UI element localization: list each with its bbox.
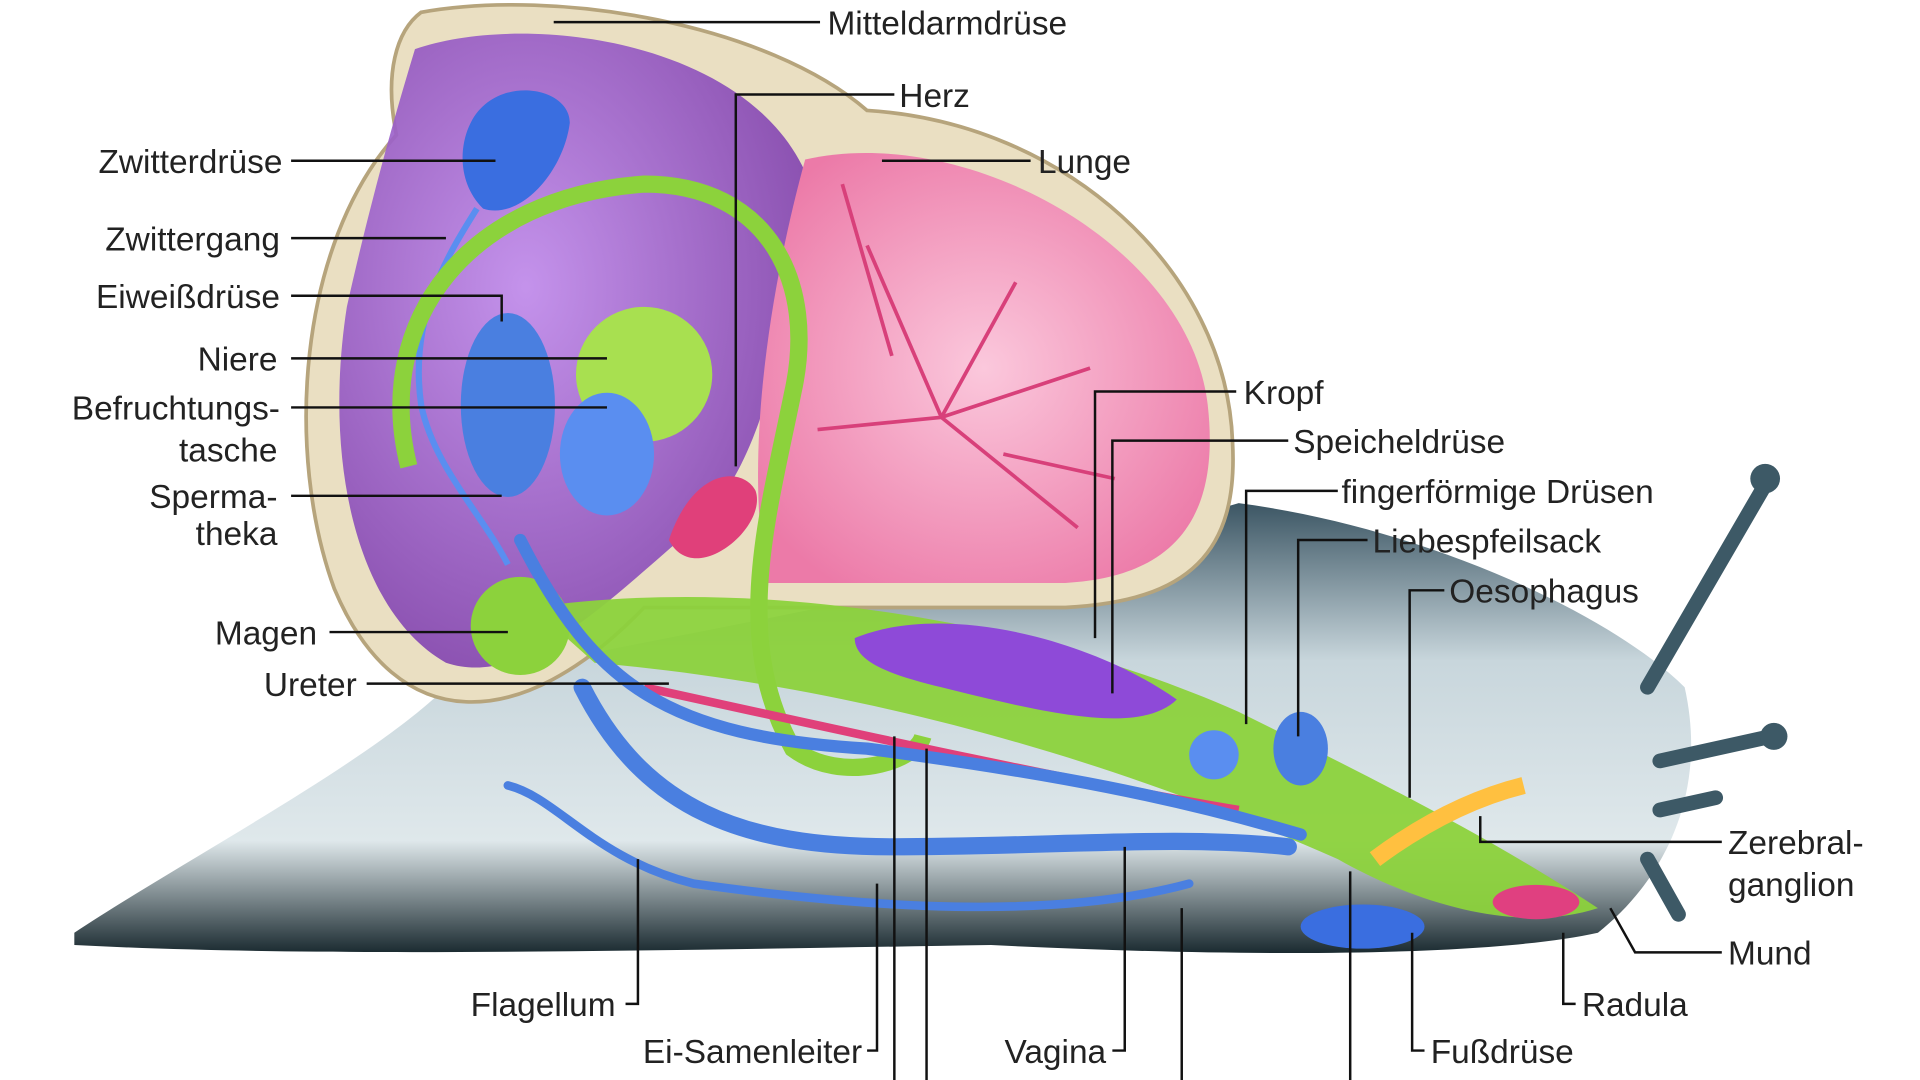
label-flagellum: Flagellum bbox=[471, 987, 616, 1024]
label-liebespfeilsack: Liebespfeilsack bbox=[1372, 523, 1601, 560]
kropf-organ bbox=[532, 596, 1598, 918]
label-ei-samenleiter: Ei-Samenleiter bbox=[643, 1034, 862, 1071]
label-oesophagus: Oesophagus bbox=[1449, 574, 1639, 611]
speicheldruese-organ bbox=[854, 623, 1177, 719]
zwitterdruese-organ bbox=[462, 90, 570, 211]
zerebralganglion-organ bbox=[1369, 777, 1526, 866]
label-zwitterdruese: Zwitterdrüse bbox=[98, 144, 282, 181]
label-radula: Radula bbox=[1582, 987, 1688, 1024]
liebespfeilsack-organ bbox=[1273, 711, 1328, 786]
herz-organ bbox=[668, 476, 757, 559]
label-magen: Magen bbox=[215, 615, 317, 652]
label-kropf: Kropf bbox=[1244, 375, 1325, 412]
label-mund: Mund bbox=[1728, 936, 1812, 973]
label-befruchtungstasche-1: Befruchtungs- bbox=[72, 391, 280, 428]
fingerfoermige-druesen-organ bbox=[1189, 730, 1239, 780]
eiweissdruese-organ bbox=[460, 312, 555, 498]
eye-tip bbox=[1750, 463, 1781, 494]
tentacles bbox=[1640, 477, 1779, 922]
mund-organ bbox=[1492, 884, 1580, 920]
label-zerebralganglion-2: ganglion bbox=[1728, 867, 1854, 904]
reproductive-ducts bbox=[503, 533, 1307, 912]
label-zwittergang: Zwittergang bbox=[105, 221, 280, 258]
label-herz: Herz bbox=[899, 78, 970, 115]
intestine-loop bbox=[392, 175, 932, 776]
label-speicheldruese: Speicheldrüse bbox=[1293, 424, 1505, 461]
label-fussdruese: Fußdrüse bbox=[1431, 1034, 1574, 1071]
label-fingerfoermige-druesen: fingerförmige Drüsen bbox=[1342, 474, 1654, 511]
eye-tip bbox=[1760, 722, 1788, 750]
label-eiweissdruese: Eiweißdrüse bbox=[96, 279, 280, 316]
label-vagina: Vagina bbox=[1005, 1034, 1107, 1071]
label-spermatheka-1: Sperma- bbox=[149, 479, 277, 516]
label-niere: Niere bbox=[198, 342, 278, 379]
label-befruchtungstasche-2: tasche bbox=[179, 433, 278, 470]
fussdruese-organ bbox=[1300, 904, 1425, 949]
label-zerebralganglion-1: Zerebral- bbox=[1728, 825, 1864, 862]
label-mitteldarmdruese: Mitteldarmdrüse bbox=[827, 5, 1067, 42]
zwittergang-duct bbox=[415, 207, 511, 566]
label-spermatheka-2: theka bbox=[196, 516, 278, 553]
magen-organ bbox=[470, 576, 570, 675]
lunge-organ bbox=[758, 152, 1210, 583]
lung-vessels bbox=[817, 183, 1116, 530]
leader-lines bbox=[291, 20, 1722, 1080]
befruchtungstasche-organ bbox=[559, 392, 655, 516]
label-lunge: Lunge bbox=[1038, 144, 1131, 181]
label-ureter: Ureter bbox=[264, 667, 357, 704]
